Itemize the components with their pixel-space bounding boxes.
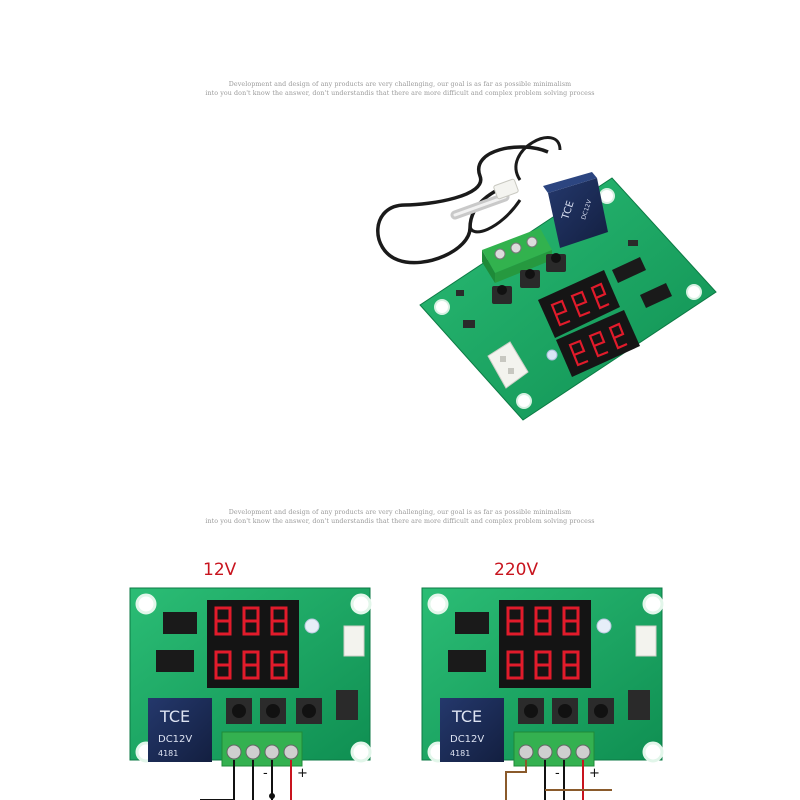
wiring-220v bbox=[505, 760, 612, 800]
relay-12v-brand: TCE bbox=[159, 707, 190, 726]
thermostat-module-photo: TCE DC12V bbox=[376, 136, 717, 421]
relay-220v-brand: TCE bbox=[451, 707, 482, 726]
relay-220v-code: 4181 bbox=[450, 749, 470, 758]
caption-middle: Development and design of any products a… bbox=[0, 508, 800, 526]
wiring-12v bbox=[200, 760, 292, 800]
minus-label-220v: - bbox=[555, 766, 560, 781]
relay-220v bbox=[440, 698, 504, 762]
caption-top: Development and design of any products a… bbox=[0, 80, 800, 98]
minus-label-12v: - bbox=[263, 766, 268, 781]
relay: TCE DC12V bbox=[543, 172, 608, 248]
label-220v: 220V bbox=[494, 560, 539, 580]
sensor-connector bbox=[487, 341, 529, 389]
module-220v: TCE DC12V 4181 - + bbox=[421, 587, 664, 800]
label-12v: 12V bbox=[203, 560, 237, 580]
relay-12v bbox=[148, 698, 212, 762]
led-displays bbox=[538, 270, 640, 377]
caption-top-line2: into you don't know the answer, don't un… bbox=[205, 90, 595, 97]
module-12v: TCE DC12V 4181 - + bbox=[129, 587, 372, 800]
relay-220v-model: DC12V bbox=[450, 734, 484, 745]
buttons-12v bbox=[226, 698, 322, 724]
plus-label-220v: + bbox=[589, 766, 600, 781]
terminal-block bbox=[482, 228, 552, 283]
relay-12v-model: DC12V bbox=[158, 734, 192, 745]
caption-top-line1: Development and design of any products a… bbox=[228, 81, 572, 88]
probe-connector bbox=[493, 178, 519, 200]
buttons-220v bbox=[518, 698, 614, 724]
tactile-buttons bbox=[492, 253, 566, 304]
relay-12v-code: 4181 bbox=[158, 749, 178, 758]
plus-label-12v: + bbox=[297, 766, 308, 781]
caption-middle-line2: into you don't know the answer, don't un… bbox=[205, 518, 595, 525]
caption-middle-line1: Development and design of any products a… bbox=[228, 509, 572, 516]
